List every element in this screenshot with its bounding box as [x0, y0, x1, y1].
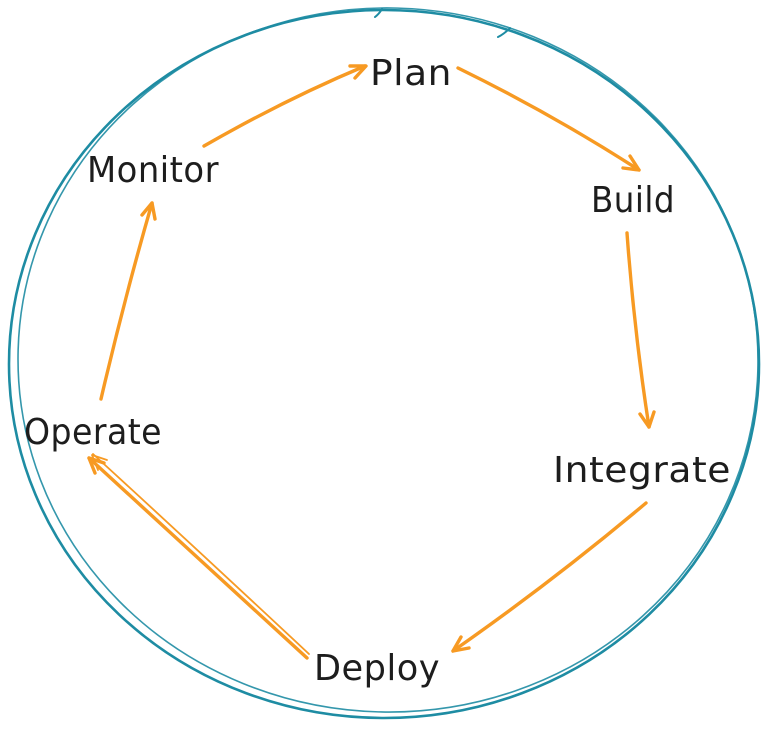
circle-overshoot-hook-2	[497, 27, 511, 38]
cycle-circle	[7, 7, 761, 720]
cycle-arrows	[87, 64, 656, 660]
arrow-monitor-to-plan	[202, 64, 368, 148]
cycle-labels: Plan Build Integrate Deploy Operate Moni…	[24, 53, 731, 689]
circle-overshoot-hook-1	[374, 8, 383, 18]
node-label-integrate: Integrate	[553, 450, 731, 491]
node-label-operate: Operate	[24, 412, 162, 453]
arrow-integrate-to-deploy	[451, 501, 648, 653]
arrow-build-to-integrate	[625, 231, 656, 429]
node-label-deploy: Deploy	[314, 648, 440, 689]
node-label-plan: Plan	[370, 53, 452, 94]
node-label-monitor: Monitor	[87, 150, 219, 191]
node-label-build: Build	[591, 180, 675, 221]
circle-stroke-2	[17, 7, 759, 713]
circle-stroke-1	[7, 8, 761, 720]
arrow-deploy-to-operate	[87, 453, 310, 660]
arrow-operate-to-monitor	[99, 201, 157, 401]
arrow-plan-to-build	[456, 66, 641, 172]
